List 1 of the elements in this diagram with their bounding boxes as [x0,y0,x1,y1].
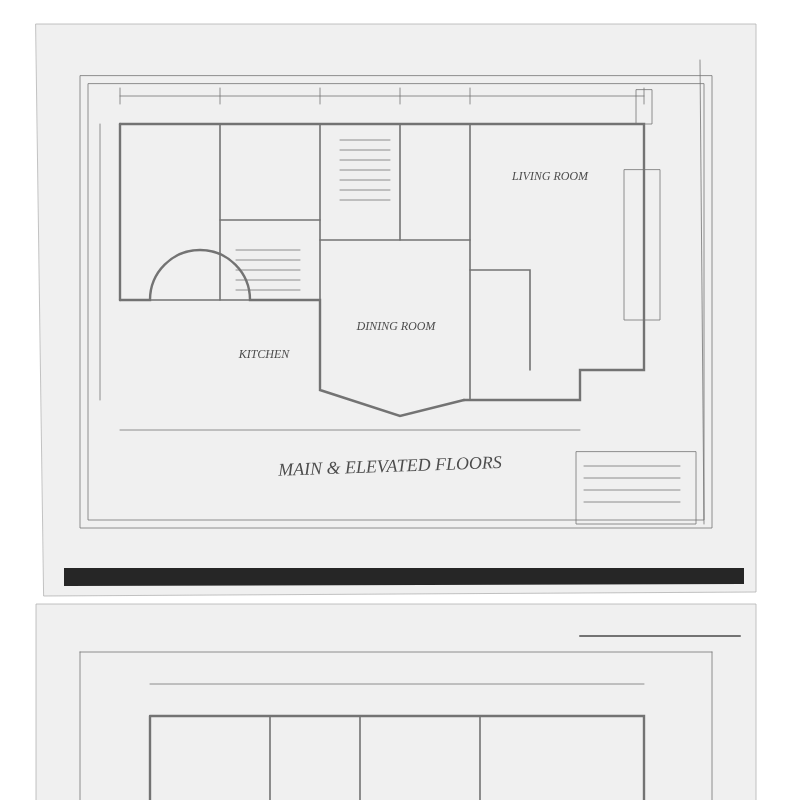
drawing-title: MAIN & ELEVATED FLOORS [278,456,502,476]
